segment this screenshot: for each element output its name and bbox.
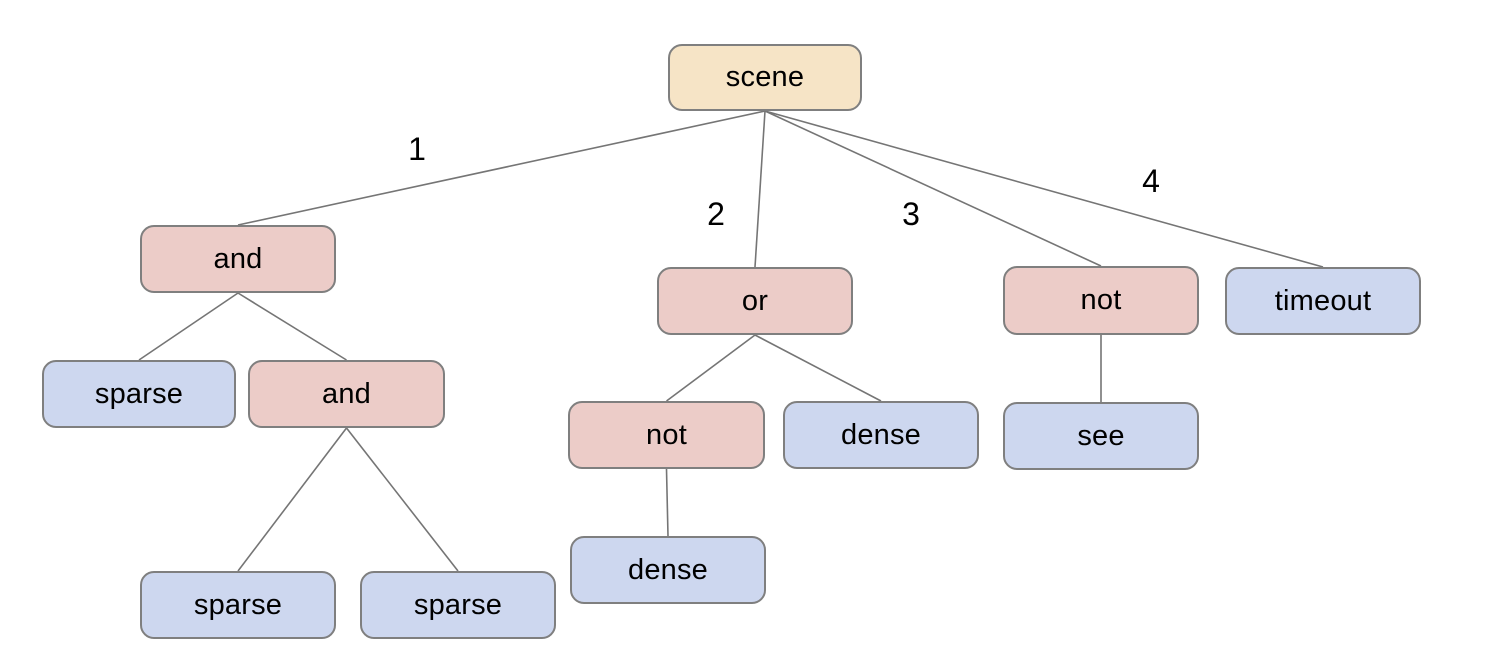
node-label: not <box>646 418 687 451</box>
node-label: dense <box>840 418 921 451</box>
tree-edge-and-2-sparse-2 <box>237 427 348 572</box>
edge-label-1: 1 <box>408 131 426 167</box>
tree-node-timeout: timeout <box>1225 267 1421 335</box>
node-label: sparse <box>413 588 503 621</box>
tree-node-sparse-2: sparse <box>140 571 336 639</box>
tree-edge-and-2-sparse-3 <box>345 427 459 572</box>
node-label: sparse <box>94 377 184 410</box>
tree-edge-and-1-and-2 <box>237 292 347 361</box>
tree-node-sparse-3: sparse <box>360 571 556 639</box>
node-label: and <box>213 242 263 275</box>
tree-edge-or-1-not-2 <box>666 334 756 402</box>
tree-node-not-1: not <box>1003 266 1199 335</box>
node-label: scene <box>725 61 805 93</box>
node-label: sparse <box>193 588 283 621</box>
node-label: and <box>322 377 371 410</box>
tree-edge-not-2-dense-2 <box>665 468 669 537</box>
node-label: timeout <box>1274 284 1372 317</box>
tree-node-dense-1: dense <box>783 401 979 469</box>
tree-edge-scene-or-1 <box>754 110 766 268</box>
tree-edge-scene-not-1 <box>764 110 1102 267</box>
edge-label-2: 2 <box>707 196 725 232</box>
edge-label-4: 4 <box>1142 163 1160 199</box>
tree-node-and-2: and <box>248 360 445 428</box>
node-label: or <box>741 284 769 317</box>
tree-node-sparse-1: sparse <box>42 360 236 428</box>
tree-edge-or-1-dense-1 <box>754 334 882 402</box>
node-label: dense <box>627 553 708 586</box>
tree-edge-scene-and-1 <box>237 110 766 226</box>
tree-node-or-1: or <box>657 267 853 335</box>
tree-node-scene: scene <box>668 44 862 111</box>
edge-label-3: 3 <box>902 196 920 232</box>
tree-edge-and-1-sparse-1 <box>138 292 239 361</box>
node-label: not <box>1080 284 1122 316</box>
tree-node-see: see <box>1003 402 1199 470</box>
tree-node-dense-2: dense <box>570 536 766 604</box>
tree-edge-scene-timeout <box>764 110 1324 268</box>
node-label: see <box>1077 419 1125 452</box>
tree-node-and-1: and <box>140 225 336 293</box>
tree-node-not-2: not <box>568 401 765 469</box>
